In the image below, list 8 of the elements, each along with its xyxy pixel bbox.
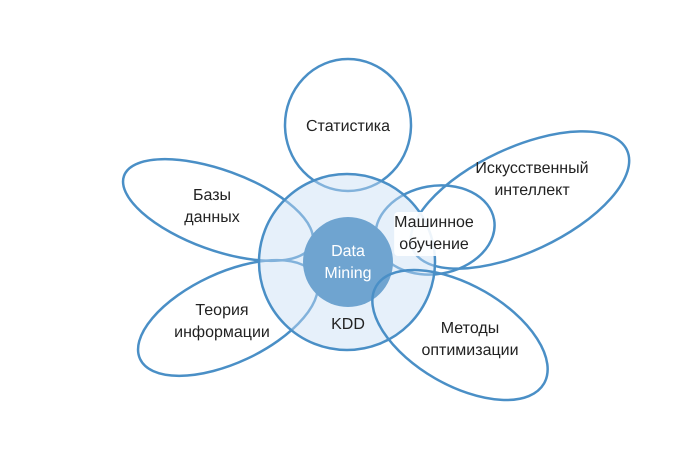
node-label: Искусственный интеллект: [474, 159, 590, 201]
node-label: Статистика: [304, 117, 392, 137]
node-label: Машинное обучение: [394, 212, 474, 256]
node-label: Базы данных: [183, 186, 241, 228]
node-label: Методы оптимизации: [420, 319, 520, 361]
node-label: KDD: [330, 315, 366, 335]
node-label: Теория информации: [173, 301, 271, 343]
node-label: Data Mining: [323, 242, 373, 284]
